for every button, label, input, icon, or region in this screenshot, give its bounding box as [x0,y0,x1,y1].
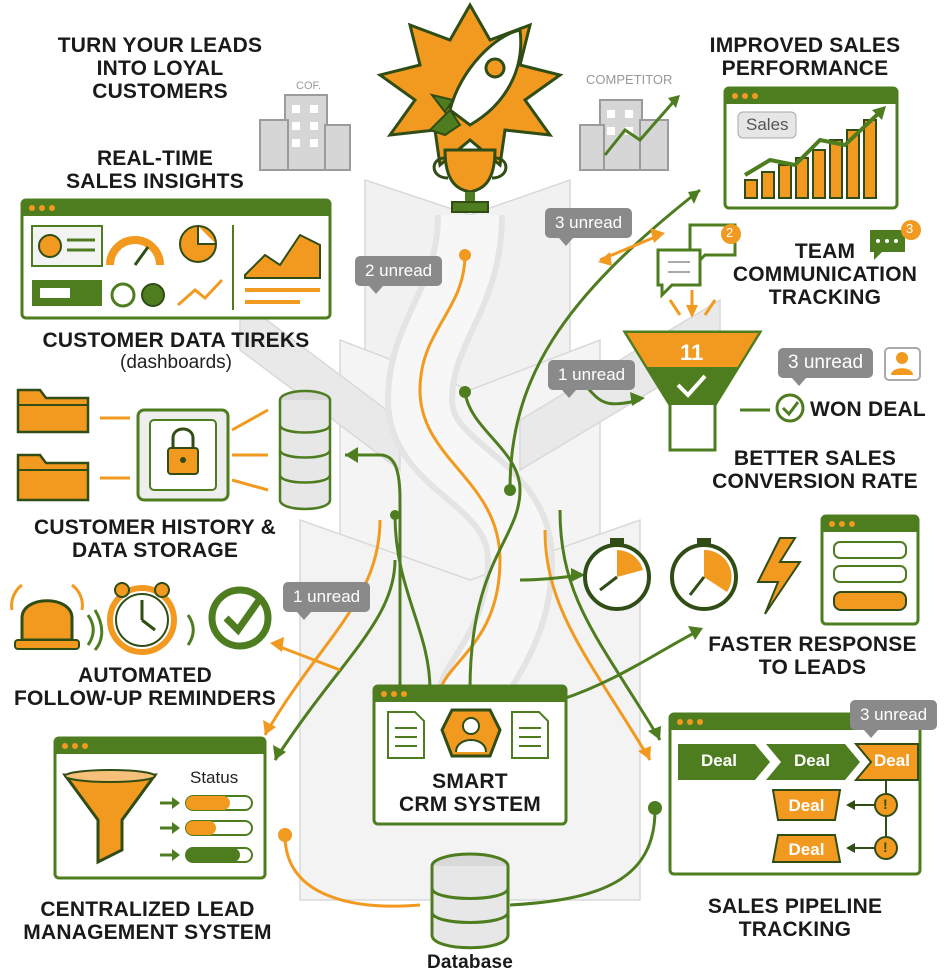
title-better-conversion: BETTER SALES CONVERSION RATE [712,447,918,493]
lightning-icon [756,537,802,615]
stopwatch-icon [583,538,651,611]
unread-badge[interactable]: 1 unread [548,360,636,398]
building-label-competitor: COMPETITOR [586,72,673,87]
deal-stage-1: Deal [701,751,737,770]
title-improved-sales: IMPROVED SALES PERFORMANCE [709,34,901,80]
stopwatch-icon [670,538,738,611]
building-icon [259,94,351,171]
title-faster-response: FASTER RESPONSE TO LEADS [708,633,917,679]
title-automated-followup: AUTOMATED FOLLOW-UP REMINDERS [14,664,276,710]
subtitle-dashboards: (dashboards) [120,352,232,373]
trophy-icon [432,148,508,213]
deal-stage-5: Deal [788,840,825,859]
flow-lines [263,188,701,908]
unread-badge[interactable]: 3 unread [778,348,874,386]
building-label-cor: COF. [296,80,322,92]
chart-icon [723,86,899,210]
flow-dots [278,249,662,842]
title-centralized-lead: CENTRALIZED LEAD MANAGEMENT SYSTEM [23,898,272,944]
clock-icon [107,582,195,655]
main-road [384,213,556,709]
dashboard-window [20,198,332,320]
title-smart-crm: SMART CRM SYSTEM [398,770,541,816]
title-sales-pipeline: SALES PIPELINE TRACKING [707,895,883,941]
pipeline-window [668,712,922,876]
building-icon [579,95,680,171]
deal-stage-4: Deal [788,796,825,815]
form-window [820,514,920,626]
folder-icon [16,453,90,502]
alarm-icon [10,583,104,652]
funnel-number: 11 [680,340,704,365]
label-database: Database [426,952,514,973]
chat-icon [656,220,921,299]
flow-arrowheads [263,190,703,760]
database-icon [278,389,332,511]
label-won-deal: WON DEAL [810,398,926,421]
title-customer-data: CUSTOMER DATA TIREKS [42,329,310,352]
unread-badge[interactable]: 1 unread [283,582,371,620]
status-label: Status [190,768,239,787]
title-team-communication: TEAM COMMUNICATION TRACKING [732,240,918,309]
database-icon [430,852,510,950]
title-turn-leads: TURN YOUR LEADS INTO LOYAL CUSTOMERS [57,34,263,103]
unread-badge[interactable]: 2 unread [355,256,443,294]
alert-a: ! [883,796,888,812]
funnel-icon [622,290,921,452]
alert-b: ! [883,839,888,855]
sales-tag: Sales [746,115,789,134]
comm-count-a: 2 [726,225,734,240]
user-icon [440,708,502,758]
deal-stage-3: Deal [874,751,910,770]
rocket-icon [376,1,564,168]
unread-badge[interactable]: 3 unread [850,700,938,738]
title-customer-history: CUSTOMER HISTORY & DATA STORAGE [33,516,277,562]
folder-icon [16,388,90,434]
title-realtime-insights: REAL-TIME SALES INSIGHTS [66,147,244,193]
safe-icon [100,408,269,502]
unread-badge[interactable]: 3 unread [545,208,633,246]
lead-window [53,736,267,880]
deal-stage-2: Deal [794,751,830,770]
comm-count-b: 3 [906,221,914,236]
checkmark-icon [208,586,272,650]
